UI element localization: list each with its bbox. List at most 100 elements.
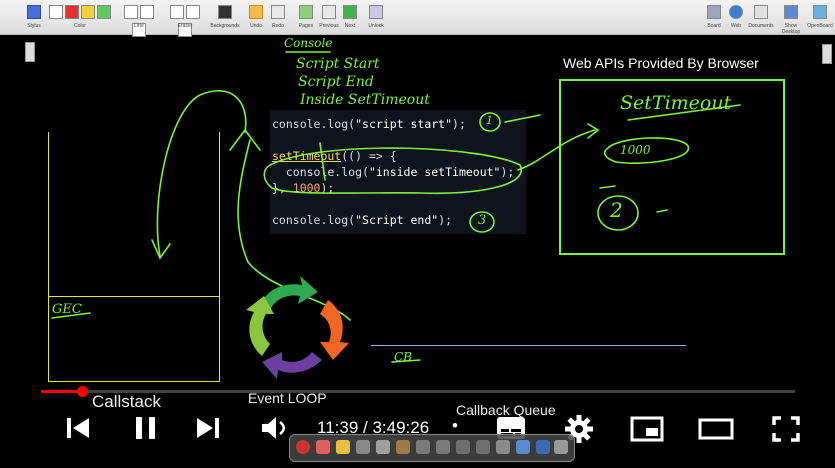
code-string: "inside setTimeout": [368, 165, 501, 179]
code-line-2: setTimeout(() => {: [272, 149, 397, 163]
callstack-right-wall: [219, 132, 220, 382]
fullscreen-icon[interactable]: [772, 416, 800, 442]
redo-label: Redo: [272, 23, 284, 29]
code-text: (() => {: [341, 149, 397, 163]
documents-icon: [754, 5, 768, 19]
openboard-menu-button[interactable]: OpenBoard: [806, 3, 834, 31]
color-green-swatch[interactable]: [97, 5, 111, 19]
zoom-in-icon[interactable]: [416, 440, 430, 454]
color-white-swatch[interactable]: [49, 5, 63, 19]
line-medium-icon[interactable]: [140, 5, 154, 19]
web-apis-title: Web APIs Provided By Browser: [563, 55, 759, 71]
next-icon: [343, 5, 357, 19]
line-tool[interactable]: Line: [118, 3, 160, 37]
code-string: "script start": [355, 117, 453, 131]
handwritten-timer: 1000: [620, 143, 651, 157]
backgrounds-tool[interactable]: Backgrounds: [210, 3, 240, 31]
pause-icon[interactable]: [133, 414, 159, 442]
openboard-label: OpenBoard: [807, 23, 833, 29]
eraser-small-icon[interactable]: [170, 5, 184, 19]
code-text: console.log(: [272, 213, 356, 227]
code-text: );: [452, 117, 466, 131]
line-icon[interactable]: [476, 440, 490, 454]
web-label: Web: [730, 23, 742, 29]
eraser-label: Eraser: [177, 23, 193, 29]
code-text: );: [500, 165, 515, 179]
left-panel-handle[interactable]: [25, 42, 35, 62]
video-progress-bar[interactable]: [41, 386, 795, 397]
callstack-gec-frame: [48, 296, 220, 297]
color-tool[interactable]: Color: [48, 3, 112, 31]
show-desktop-button[interactable]: Show Desktop: [776, 3, 806, 35]
color-red-swatch[interactable]: [65, 5, 79, 19]
code-line-1: console.log("script start");: [272, 117, 466, 131]
event-loop-caption: Event LOOP: [248, 390, 327, 406]
callstack-caption: Callstack: [92, 392, 161, 411]
pages-icon: [299, 5, 313, 19]
globe-icon: [729, 5, 743, 19]
volume-icon[interactable]: [260, 414, 290, 442]
unlock-label: Unlock: [368, 23, 384, 29]
text-icon[interactable]: [496, 440, 510, 454]
redo-icon: [271, 5, 285, 19]
callstack-bottom: [48, 381, 220, 382]
handwritten-output-3: Inside SetTimeout: [300, 92, 430, 108]
miniplayer-icon[interactable]: [630, 416, 664, 442]
eraser-tool[interactable]: Eraser: [164, 3, 206, 37]
previous-icon: [322, 5, 336, 19]
stylus-tool[interactable]: Stylus: [24, 3, 44, 31]
unlock-button[interactable]: Unlock: [366, 3, 386, 31]
color-yellow-swatch[interactable]: [81, 5, 95, 19]
documents-button[interactable]: Documents: [746, 3, 776, 31]
previous-video-icon[interactable]: [66, 416, 90, 440]
floating-pen-toolbar[interactable]: [289, 434, 575, 462]
progress-scrubber[interactable]: [76, 386, 88, 397]
eraser-icon[interactable]: [316, 440, 330, 454]
eraser-large-icon[interactable]: [178, 23, 192, 37]
line-label: Line: [134, 23, 144, 29]
laser-pointer-icon[interactable]: [456, 440, 470, 454]
line-thin-icon[interactable]: [124, 5, 138, 19]
desktop-icon: [784, 5, 798, 19]
handwritten-output-1: Script Start: [296, 56, 380, 72]
show-desktop-label: Show Desktop: [781, 23, 801, 35]
right-panel-handle[interactable]: [822, 44, 832, 64]
virtual-keyboard-icon[interactable]: [536, 440, 550, 454]
code-text: console.log(: [272, 117, 356, 131]
redo-button[interactable]: Redo: [268, 3, 288, 31]
next-button[interactable]: Next: [340, 3, 360, 31]
code-text: console.log(: [272, 165, 369, 179]
time-display: 11:39 / 3:49:26: [317, 418, 430, 437]
previous-button[interactable]: Previous: [318, 3, 340, 31]
pointer-icon[interactable]: [376, 440, 390, 454]
code-text: },: [272, 181, 293, 195]
marker-icon[interactable]: [336, 440, 350, 454]
selector-icon[interactable]: [356, 440, 370, 454]
pages-label: Pages: [298, 23, 314, 29]
circle-1-label: 1: [486, 114, 493, 127]
stylus-mode-icon[interactable]: [296, 440, 310, 454]
backgrounds-icon: [218, 5, 232, 19]
next-video-icon[interactable]: [196, 416, 220, 440]
board-button[interactable]: Board: [704, 3, 724, 31]
handwritten-console: Console: [284, 36, 333, 50]
minimize-toolbar-icon[interactable]: [554, 440, 568, 454]
code-text: );: [320, 181, 335, 195]
web-button[interactable]: Web: [726, 3, 746, 31]
pages-button[interactable]: Pages: [296, 3, 316, 31]
stylus-label: Stylus: [27, 23, 41, 29]
undo-label: Undo: [250, 23, 262, 29]
undo-button[interactable]: Undo: [246, 3, 266, 31]
line-thick-icon[interactable]: [132, 23, 146, 37]
code-string: "Script end": [355, 213, 439, 227]
backgrounds-label: Backgrounds: [210, 23, 240, 29]
stylus-icon: [27, 5, 41, 19]
eraser-medium-icon[interactable]: [186, 5, 200, 19]
hand-icon[interactable]: [396, 440, 410, 454]
capture-icon[interactable]: [516, 440, 530, 454]
zoom-out-icon[interactable]: [436, 440, 450, 454]
circle-2-label: 2: [610, 198, 623, 222]
theater-mode-icon[interactable]: [698, 418, 734, 440]
previous-label: Previous: [319, 23, 339, 29]
code-text: );: [438, 213, 453, 227]
